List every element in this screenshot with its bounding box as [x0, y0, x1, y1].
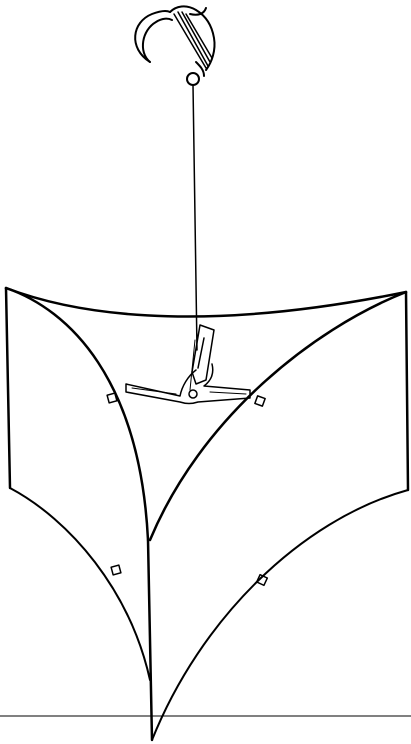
hook-body	[169, 5, 216, 71]
panel-center-edge	[146, 538, 154, 742]
panel-top-edge	[4, 286, 408, 318]
panel-clip-icon	[106, 392, 269, 587]
panel-clip-4	[255, 573, 269, 587]
hook-icon	[134, 5, 216, 86]
bracket-left-slot	[131, 387, 177, 395]
bracket-arm-rear	[189, 339, 196, 391]
hook-curve-inner	[141, 17, 173, 63]
panel-clip-2	[254, 395, 266, 407]
hook-lower	[195, 61, 205, 77]
hook-strap-3	[181, 11, 211, 63]
bracket-right-slot	[209, 391, 247, 395]
hook-curve-outer	[134, 9, 171, 63]
panel-right-outer-edge	[404, 290, 410, 492]
hook-strap-1	[173, 13, 207, 69]
hanging-wire	[192, 84, 198, 351]
panel-assembly	[4, 286, 410, 742]
panel-bottom-right-edge	[151, 489, 409, 741]
bracket-post	[191, 324, 215, 385]
bracket-hub	[188, 389, 198, 399]
panel-left-outer-edge	[4, 286, 12, 490]
bracket-slot	[197, 337, 205, 369]
panel-right-fold	[148, 290, 408, 542]
bracket-arms	[125, 363, 251, 405]
hook-tip	[189, 7, 207, 16]
panel-clip-1	[106, 392, 118, 404]
panel-clip-3	[110, 564, 122, 576]
hook-ring	[186, 72, 200, 86]
hook-strap-2	[177, 11, 209, 67]
panel-left-fold	[4, 286, 150, 542]
tri-arm-bracket	[125, 324, 251, 405]
hook-strap-4	[185, 13, 213, 59]
panel-bottom-left-edge	[9, 487, 151, 681]
